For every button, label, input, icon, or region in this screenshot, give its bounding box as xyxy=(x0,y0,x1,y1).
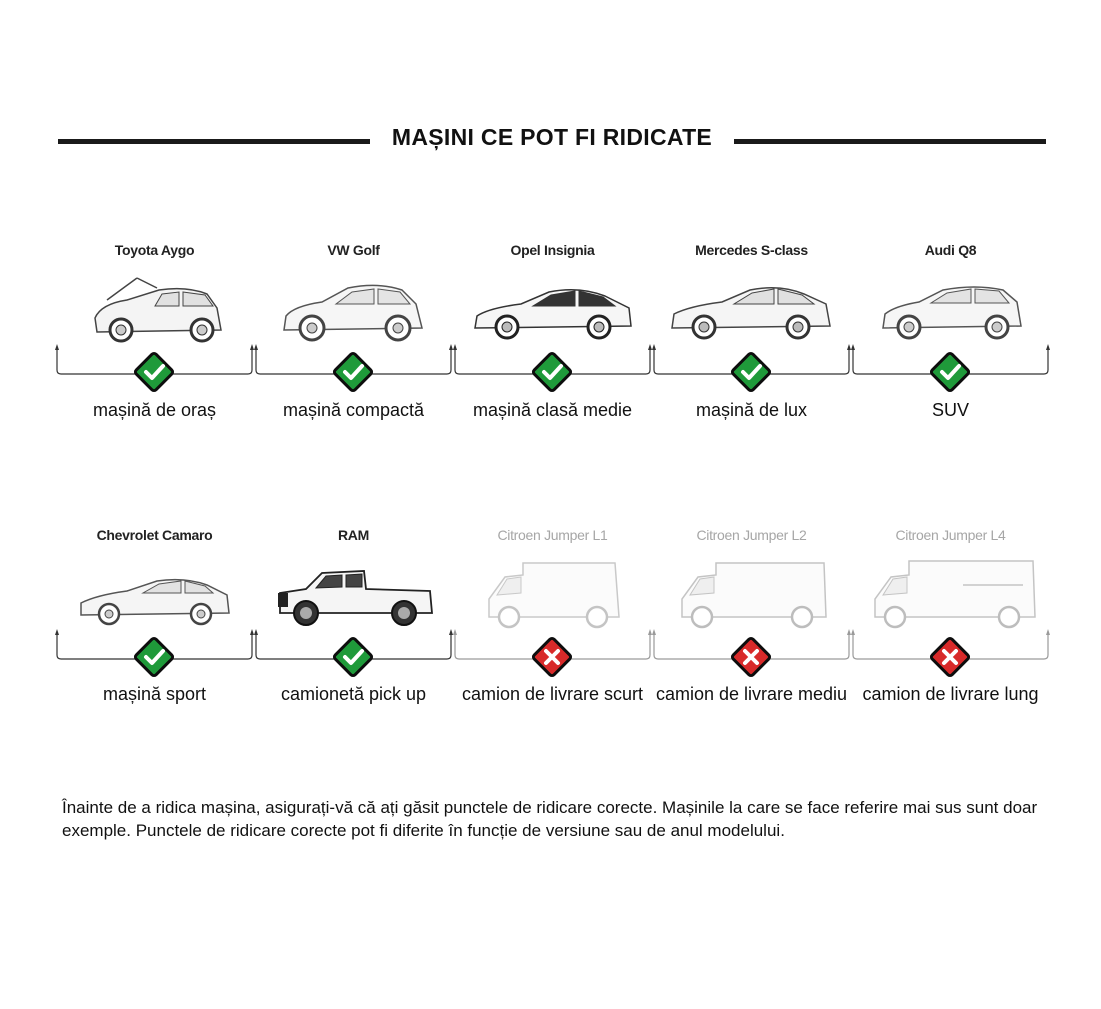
vehicle-model: Chevrolet Camaro xyxy=(96,527,213,543)
vehicle-model: Citroen Jumper L2 xyxy=(696,527,807,543)
vehicle-model: Citroen Jumper L1 xyxy=(497,527,608,543)
check-icon xyxy=(332,636,374,678)
vehicle-category: camion de livrare mediu xyxy=(655,684,848,704)
luxury-car-image xyxy=(671,287,831,340)
medium-van-image xyxy=(681,562,827,629)
check-icon xyxy=(133,636,175,678)
vehicle-card: Citroen Jumper L2 camion de livrare medi… xyxy=(652,515,851,715)
short-van-image xyxy=(488,562,620,629)
suv-image xyxy=(882,286,1022,340)
check-icon xyxy=(929,351,971,393)
title-rule-right xyxy=(734,139,1046,144)
long-van-image xyxy=(874,560,1036,629)
vehicle-card: VW Golf mașină compactă xyxy=(254,230,453,430)
cross-icon xyxy=(531,636,573,678)
vehicle-category: camionetă pick up xyxy=(280,684,427,704)
vehicle-model: Toyota Aygo xyxy=(114,242,195,258)
vehicle-card: Chevrolet Camaro mașină sport xyxy=(55,515,254,715)
vehicle-category: mașină de lux xyxy=(695,400,808,420)
vehicle-model: Mercedes S-class xyxy=(695,242,808,258)
check-icon xyxy=(133,351,175,393)
vehicle-card: Toyota Aygo mașină de oraș xyxy=(55,230,254,430)
midsize-car-image xyxy=(474,289,632,340)
vehicle-model: Audi Q8 xyxy=(924,242,977,258)
page-title: MAȘINI CE POT FI RIDICATE xyxy=(391,124,713,150)
vehicle-card: Opel Insignia mașină clasă medie xyxy=(453,230,652,430)
vehicle-category: camion de livrare scurt xyxy=(461,684,644,704)
sports-car-image xyxy=(80,578,230,626)
vehicle-category: mașină de oraș xyxy=(92,400,217,420)
vehicle-category: SUV xyxy=(931,400,969,420)
cross-icon xyxy=(929,636,971,678)
vehicle-category: mașină sport xyxy=(102,684,207,704)
vehicle-card: Citroen Jumper L1 camion de livrare scur… xyxy=(453,515,652,715)
vehicle-category: mașină compactă xyxy=(282,400,425,420)
cross-icon xyxy=(730,636,772,678)
vehicle-category: mașină clasă medie xyxy=(472,400,633,420)
pickup-truck-image xyxy=(278,570,433,626)
city-car-image xyxy=(94,277,222,343)
vehicle-card: Citroen Jumper L4 camion de livrare lung xyxy=(851,515,1050,715)
disclaimer-note: Înainte de a ridica mașina, asigurați-vă… xyxy=(62,798,1038,840)
vehicle-card: Audi Q8 SUV xyxy=(851,230,1050,430)
check-icon xyxy=(332,351,374,393)
vehicle-model: Opel Insignia xyxy=(510,242,595,258)
check-icon xyxy=(730,351,772,393)
check-icon xyxy=(531,351,573,393)
vehicle-model: Citroen Jumper L4 xyxy=(895,527,1006,543)
title-rule-left xyxy=(58,139,370,144)
vehicle-card: RAM camionetă pick up xyxy=(254,515,453,715)
vehicle-model: RAM xyxy=(338,527,369,543)
vehicle-model: VW Golf xyxy=(327,242,380,258)
compact-car-image xyxy=(283,284,423,342)
vehicle-card: Mercedes S-class mașină de lux xyxy=(652,230,851,430)
vehicle-category: camion de livrare lung xyxy=(862,684,1039,704)
title-bar: MAȘINI CE POT FI RIDICATE xyxy=(0,120,1101,160)
